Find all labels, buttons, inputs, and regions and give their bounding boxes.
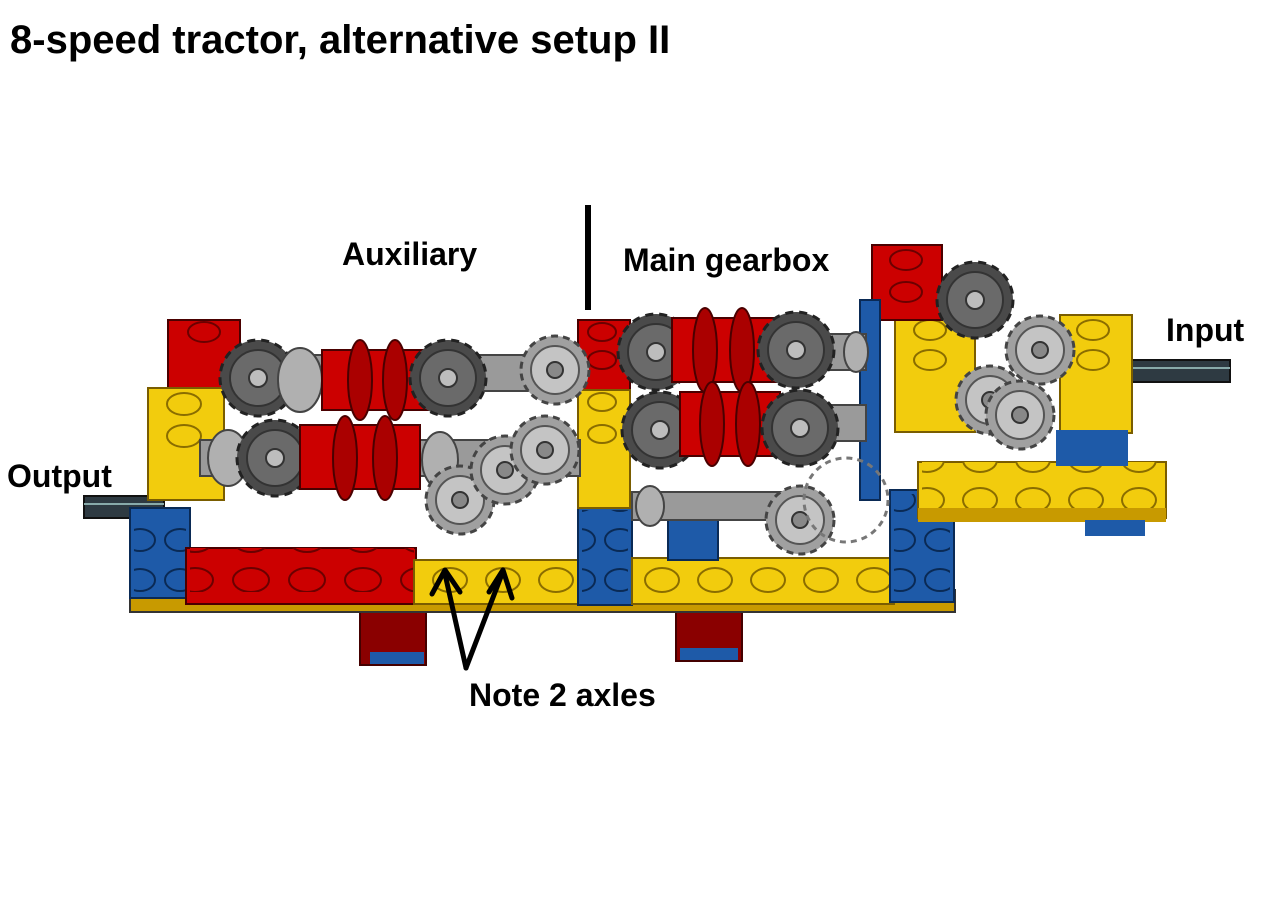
input-label: Input <box>1166 312 1245 348</box>
main-lower-shaft <box>620 381 867 470</box>
output-label: Output <box>7 458 112 494</box>
input-platform <box>859 244 1167 536</box>
note-label: Note 2 axles <box>469 677 656 713</box>
diagram-title: 8-speed tractor, alternative setup II <box>10 18 671 62</box>
main-bottom-axle <box>631 456 890 556</box>
auxiliary-label: Auxiliary <box>342 236 478 272</box>
frame-legs <box>359 604 743 666</box>
output-end-frame <box>147 319 241 501</box>
note-arrows <box>429 567 515 671</box>
auxiliary-upper-shaft <box>218 334 591 421</box>
auxiliary-lower-shaft <box>199 414 581 536</box>
main-upper-shaft <box>616 307 869 393</box>
main-gearbox-label: Main gearbox <box>623 242 830 278</box>
